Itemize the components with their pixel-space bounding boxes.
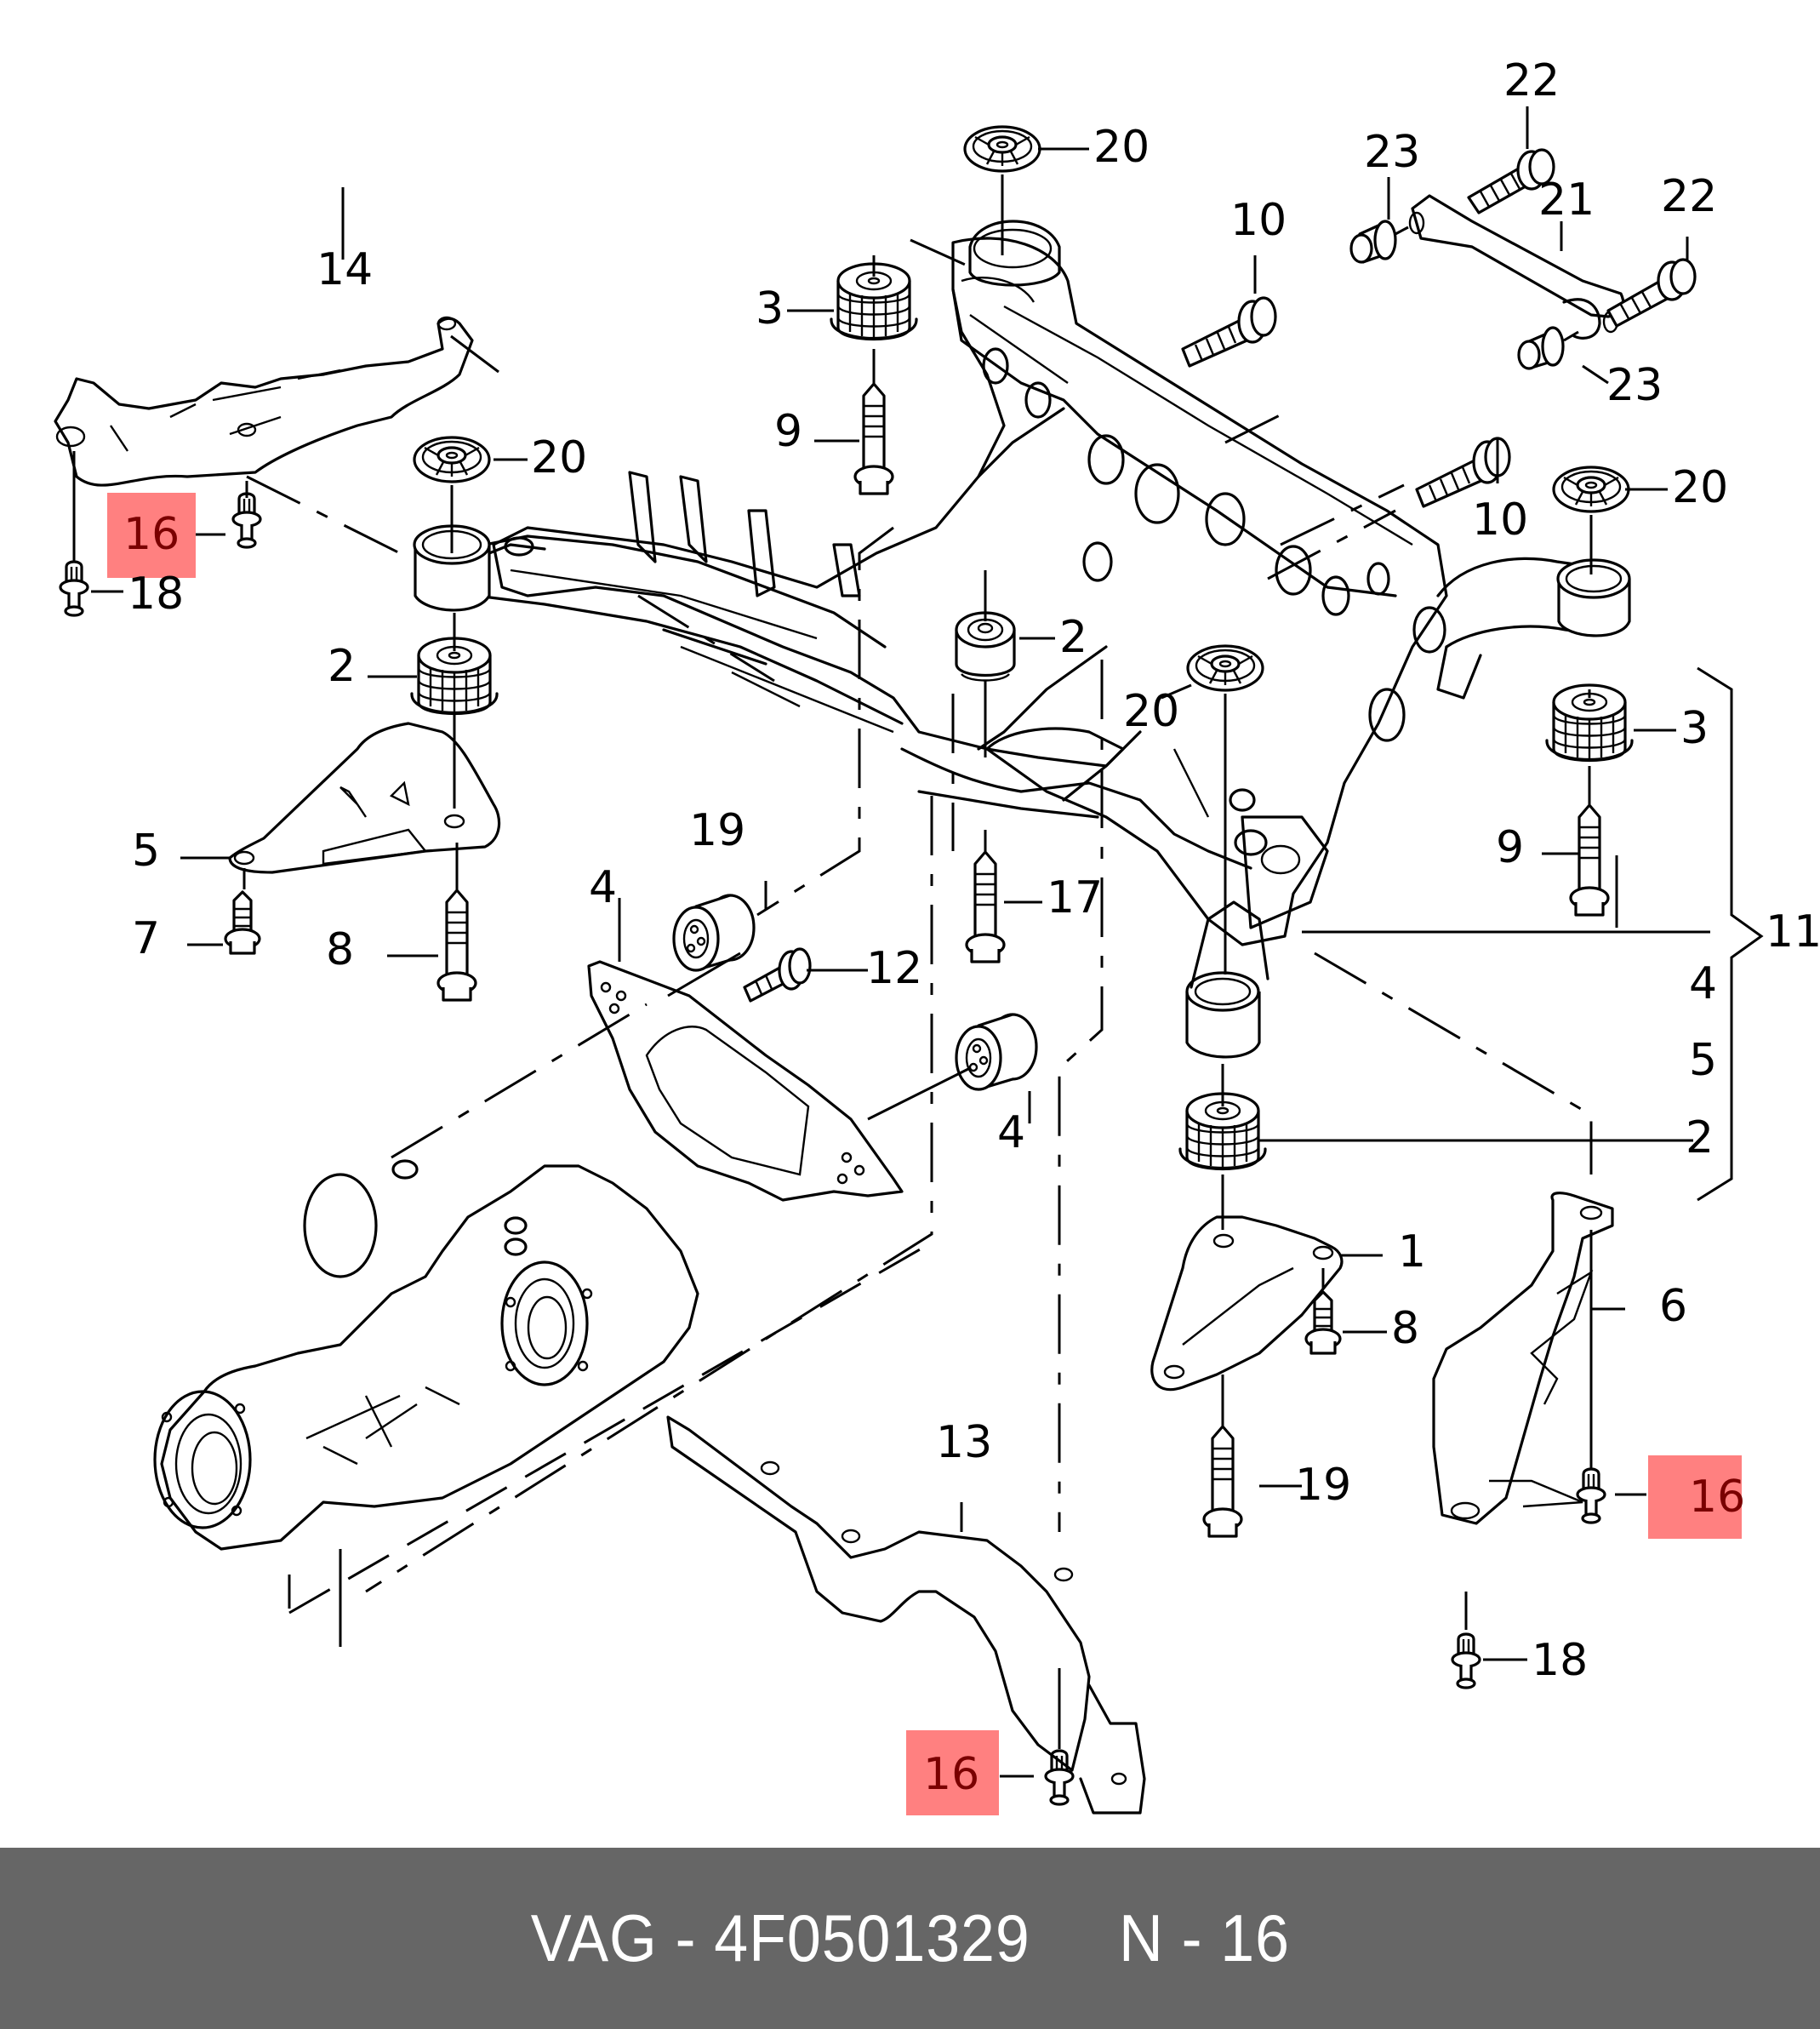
callout-10: 10 xyxy=(1230,195,1287,246)
leader-lines xyxy=(72,106,1764,1778)
callout-4: 19 xyxy=(689,805,745,856)
callout-19: 8 xyxy=(326,924,354,975)
bolt-22-upper xyxy=(1467,148,1555,214)
clip-16-left xyxy=(231,492,262,549)
bolt-17 xyxy=(743,947,812,1003)
highlight-box-16-bottom xyxy=(906,1730,999,1815)
callout-labels: 20 20 20 20 22 22 23 23 21 10 10 14 3 3 … xyxy=(123,55,1820,1800)
mount-cap-20-top xyxy=(963,125,1041,173)
callout-4: 4 xyxy=(997,1107,1025,1158)
callout-6: 1 xyxy=(1398,1226,1426,1277)
bracket-7 xyxy=(228,722,501,874)
callout-9: 9 xyxy=(774,406,802,457)
sleeve-23-lower xyxy=(1517,326,1579,370)
bolt-8-right xyxy=(1304,1290,1342,1355)
callout-16-highlighted: 16 xyxy=(123,509,180,560)
part-number-caption: VAG - 4F0501329 N - 16 xyxy=(530,1900,1290,1975)
callout-8: 8 xyxy=(1391,1303,1419,1354)
callout-4: 4 xyxy=(1689,958,1717,1009)
part-number-footer: VAG - 4F0501329 N - 16 xyxy=(0,1848,1820,2029)
callout-8: 7 xyxy=(132,913,160,964)
subframe-bushing-housing-left xyxy=(413,524,546,612)
callout-13: 6 xyxy=(1659,1281,1687,1332)
callout-22: 22 xyxy=(1661,171,1717,222)
callout-11: 17 xyxy=(1047,872,1103,923)
callout-16-highlighted: 16 xyxy=(923,1749,979,1800)
bolt-19-left xyxy=(436,889,477,1002)
callout-3: 3 xyxy=(756,283,784,334)
bushing-4-upper xyxy=(672,894,756,972)
callout-20: 20 xyxy=(1093,122,1150,173)
sleeve-23-upper xyxy=(1349,220,1409,264)
mount-cap-20-right xyxy=(1552,466,1630,513)
bolt-11 xyxy=(965,850,1006,963)
subframe-carrier xyxy=(475,220,1601,946)
clip-18-left xyxy=(59,560,89,617)
bolt-10-upper xyxy=(1181,296,1277,368)
subframe-bushing-housing-right xyxy=(1556,558,1631,637)
subframe-bushing-housing-front xyxy=(1185,815,1329,1059)
callout-5: 5 xyxy=(1689,1035,1717,1086)
callout-19: 19 xyxy=(1295,1460,1351,1511)
diff-mount-plate-12 xyxy=(587,960,904,1202)
callout-21: 21 xyxy=(1538,174,1595,226)
bushing-4-lower xyxy=(955,1013,1038,1091)
callout-20: 20 xyxy=(1123,686,1179,737)
bolt-8-left xyxy=(224,890,261,955)
clip-16-bottom xyxy=(1044,1749,1075,1806)
callout-17: 12 xyxy=(866,943,922,994)
highlight-box-16-left xyxy=(107,493,196,578)
bolt-9-right xyxy=(1569,803,1610,917)
callout-16-highlighted: 16 xyxy=(1689,1472,1745,1523)
callout-7: 5 xyxy=(132,826,160,877)
callout-14: 14 xyxy=(317,244,373,295)
bolt-9-top xyxy=(853,382,894,495)
callout-15: 13 xyxy=(936,1417,992,1468)
callout-20: 20 xyxy=(1672,462,1728,513)
callout-18: 18 xyxy=(128,569,184,620)
bracket-13 xyxy=(1432,1192,1614,1525)
bolt-19-front xyxy=(1202,1425,1243,1538)
callout-23: 23 xyxy=(1364,127,1420,178)
bolt-22-lower xyxy=(1606,258,1697,328)
callout-3: 3 xyxy=(1680,703,1709,754)
clip-18-right xyxy=(1451,1632,1481,1689)
callout-22: 22 xyxy=(1503,55,1560,106)
parts-diagram: 20 20 20 20 22 22 23 23 21 10 10 14 3 3 … xyxy=(54,55,1820,1815)
callout-2: 2 xyxy=(1686,1112,1714,1163)
bolt-10-lower xyxy=(1415,437,1511,508)
mount-cap-20-center xyxy=(1186,644,1264,692)
callout-9: 9 xyxy=(1496,822,1524,873)
bracket-15 xyxy=(666,1415,1146,1815)
callout-10: 10 xyxy=(1472,494,1528,546)
clip-16-right xyxy=(1576,1467,1606,1524)
callout-20: 20 xyxy=(531,432,587,483)
callout-1: 11 xyxy=(1766,906,1820,957)
callout-23: 23 xyxy=(1606,360,1663,411)
callout-5: 2 xyxy=(1059,612,1087,663)
highlight-box-16-right xyxy=(1648,1455,1742,1539)
differential-housing xyxy=(153,1159,699,1551)
mount-cap-20-left xyxy=(413,436,491,483)
brace-14 xyxy=(54,316,474,487)
bushing-5 xyxy=(955,611,1016,683)
callout-12: 4 xyxy=(589,862,617,913)
callout-18: 18 xyxy=(1532,1635,1588,1686)
bracket-6 xyxy=(1150,1215,1344,1392)
callout-2: 2 xyxy=(328,641,356,692)
